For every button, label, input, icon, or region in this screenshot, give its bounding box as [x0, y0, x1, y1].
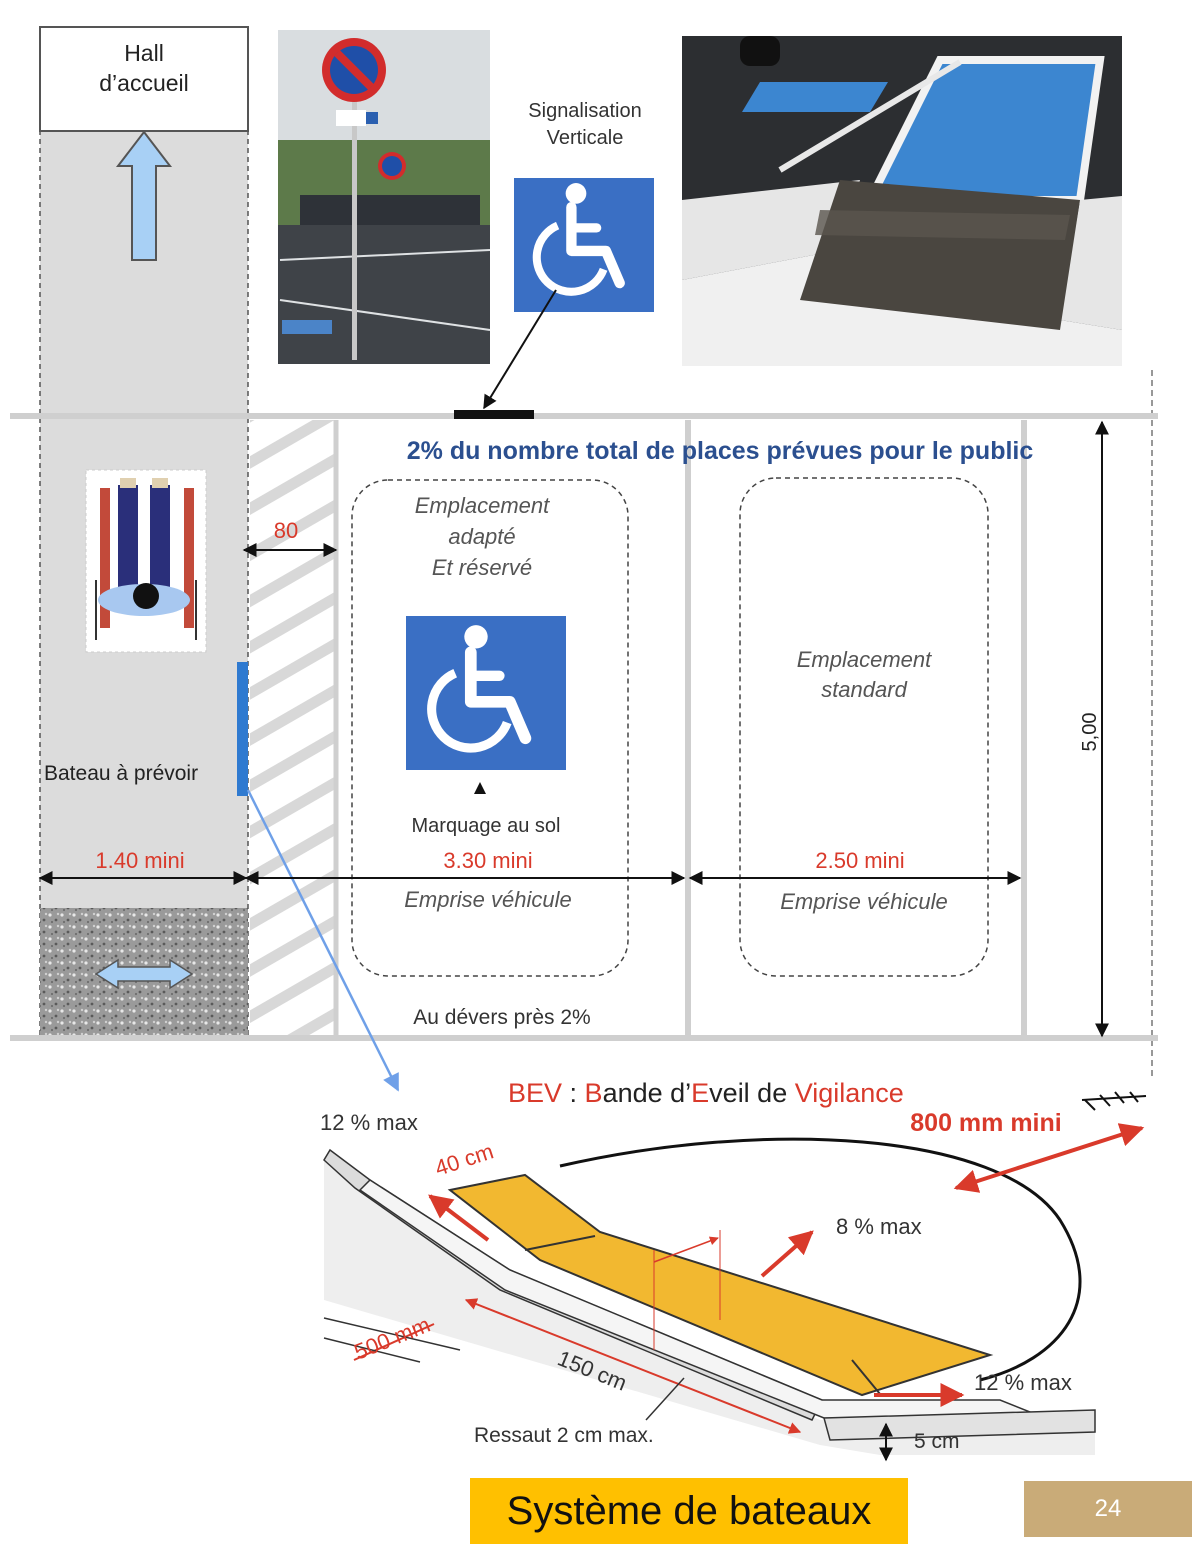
bev-12-max-left: 12 % max — [320, 1110, 418, 1135]
wheelchair-icon — [514, 178, 654, 312]
hall-label-line1: Hall — [124, 40, 164, 66]
devers-label: Au dévers près 2% — [413, 1006, 590, 1029]
page-number: 24 — [1024, 1481, 1192, 1537]
person-in-wheelchair-icon — [85, 469, 207, 653]
standard-bay-outline — [739, 477, 989, 977]
slide-title: Système de bateaux — [470, 1478, 908, 1544]
bev-title-ande: ande d’ — [603, 1078, 692, 1108]
bev-title-vig: Vigilance — [795, 1078, 904, 1108]
bev-800mm-label: 800 mm mini — [910, 1109, 1061, 1137]
sign-position-marker — [454, 410, 534, 419]
emprise-label-1: Emprise véhicule — [404, 887, 572, 912]
adapted-label-3: Et réservé — [432, 555, 532, 580]
dim-80-label: 80 — [274, 518, 298, 543]
no-parking-sign-icon — [322, 38, 406, 180]
bev-40cm-label: 40 cm — [432, 1138, 497, 1180]
adapted-label-2: adapté — [448, 524, 515, 549]
emprise-label-2: Emprise véhicule — [780, 889, 948, 914]
dim-140-label: 1.40 mini — [95, 848, 184, 873]
up-small-arrow-icon — [474, 782, 486, 794]
standard-label-1: Emplacement — [797, 647, 932, 672]
bev-8-max: 8 % max — [836, 1214, 922, 1239]
ground-wheelchair-icon — [406, 616, 566, 770]
hall-label: Hall d’accueil — [40, 38, 248, 98]
ground-marking-label: Marquage au sol — [412, 815, 561, 837]
bev-title-e: E — [691, 1078, 709, 1108]
double-arrow-icon — [94, 958, 194, 990]
photo-parking-sign — [278, 30, 491, 364]
bev-5cm-label: 5 cm — [914, 1430, 960, 1453]
parking-headline: 2% du nombre total de places prévues pou… — [407, 437, 1034, 465]
dim-330-label: 3.30 mini — [443, 848, 532, 873]
bev-12-max-right: 12 % max — [974, 1370, 1072, 1395]
hall-label-line2: d’accueil — [99, 70, 189, 96]
bev-title-b: B — [585, 1078, 603, 1108]
bev-title-veil: veil de — [709, 1078, 795, 1108]
bateau-pointer-arrow — [246, 789, 400, 1092]
bateau-marker — [237, 662, 248, 796]
bev-title-acronym: BEV — [508, 1078, 562, 1108]
signalisation-line2: Verticale — [546, 127, 624, 149]
hatched-zone — [250, 420, 334, 1036]
bev-title: BEV : Bande d’Eveil de Vigilance — [508, 1078, 904, 1108]
signalisation-label: Signalisation Verticale — [500, 98, 670, 152]
sign-pointer-arrow — [483, 289, 557, 410]
adapted-label-1: Emplacement — [415, 493, 550, 518]
up-arrow-icon — [115, 130, 173, 261]
standard-label-2: standard — [821, 677, 907, 702]
bev-title-sep: : — [562, 1078, 585, 1108]
dim-250-label: 2.50 mini — [815, 848, 904, 873]
bateau-label: Bateau à prévoir — [44, 762, 198, 785]
bev-illustration — [323, 1091, 1147, 1462]
adapted-bay-outline — [351, 479, 629, 977]
signalisation-line1: Signalisation — [528, 100, 642, 122]
hall-box — [39, 26, 249, 132]
dim-500-label: 5,00 — [1079, 713, 1101, 752]
bev-ressaut-label: Ressaut 2 cm max. — [474, 1424, 654, 1447]
photo-parking-bay — [682, 36, 1122, 366]
